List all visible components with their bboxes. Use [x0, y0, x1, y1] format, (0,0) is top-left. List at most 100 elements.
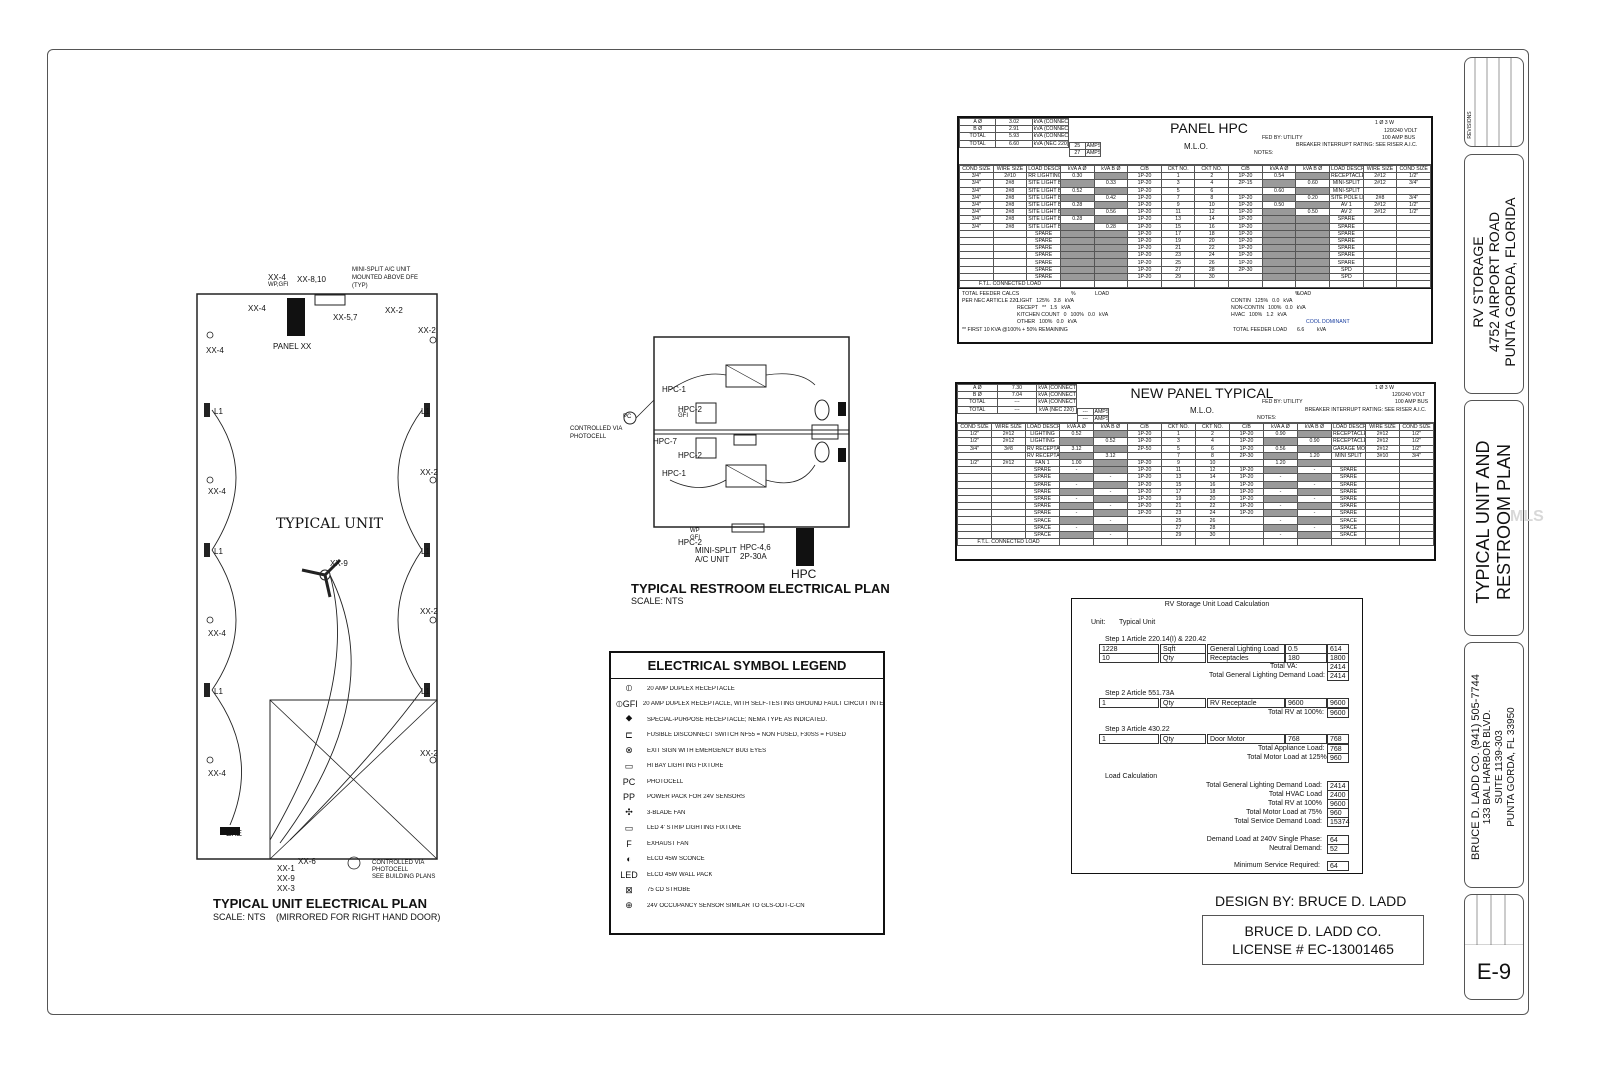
- legend-symbol-icon: ◐: [626, 854, 632, 865]
- amps-row: ---AMPS: [1077, 407, 1109, 417]
- panel-cell: [1229, 530, 1264, 540]
- panel-ftl-row: F.T.L. CONNECTED LOAD: [957, 537, 1434, 547]
- panel-cell: 1P-20: [1229, 444, 1264, 453]
- panel-ftl-row: F.T.L. CONNECTED LOAD: [959, 279, 1431, 289]
- feeder-value: kVA: [1277, 312, 1287, 319]
- panel-header-cell: C/B: [1229, 422, 1264, 432]
- calc-step3: Step 3 Article 430.22: [1105, 726, 1170, 733]
- panel-ftl-label: F.T.L. CONNECTED LOAD: [957, 537, 1060, 547]
- panel-ftl-cell: [1229, 537, 1264, 547]
- panel-cell: 0.54: [1261, 172, 1297, 181]
- panel-cell: [1362, 244, 1398, 253]
- panel-cell: 1P-20: [1127, 258, 1162, 267]
- panel-cell: [1365, 530, 1400, 540]
- panel-cell: 2#8: [992, 186, 1028, 195]
- panel-cell: SPARE: [1025, 494, 1060, 504]
- panel-cell: [959, 265, 994, 274]
- panel-cell: [1399, 458, 1434, 468]
- calc-step2: Step 2 Article 551.73A: [1105, 690, 1175, 697]
- panel-cell: [1261, 229, 1297, 238]
- panel-cell: 16: [1194, 222, 1230, 231]
- panel-cell: SITE POLE LIGHTS: [1329, 193, 1364, 202]
- calc-value: 15374: [1327, 817, 1349, 827]
- panel-cell: 1P-20: [1127, 430, 1162, 439]
- panel-cell: [1396, 244, 1431, 253]
- calc-s3-tal-label: Total Appliance Load:: [1258, 745, 1325, 752]
- panel-row: 3/4"3#8RV RECEPTACLE3.122P-50561P-200.56…: [957, 444, 1434, 453]
- panel-cell: 23: [1160, 251, 1196, 260]
- calc-label: Total HVAC Load: [1268, 791, 1322, 798]
- label-wp-gfi: WP,GFI: [268, 282, 289, 288]
- panel-cell: [1093, 458, 1128, 468]
- panel-cell: [1399, 480, 1434, 489]
- photocell-note-3: SEE BUILDING PLANS: [372, 874, 436, 880]
- panel-cell: 28: [1194, 265, 1230, 274]
- minisplit-note: MINI-SPLIT A/C UNIT MOUNTED ABOVE DFE (T…: [352, 266, 418, 290]
- panel-cell: 2#12: [1365, 444, 1400, 453]
- panel-cell: SPARE: [1331, 473, 1366, 482]
- project-line-3: PUNTA GORDA, FLORIDA: [1502, 197, 1518, 367]
- panel-cell: 21: [1161, 502, 1196, 511]
- panel-cell: 1/2": [1399, 430, 1434, 439]
- panel-cell: 0.90: [1263, 430, 1298, 439]
- legend-symbol-icon: ✣: [625, 807, 633, 818]
- panel-cell: 1.20: [1297, 451, 1332, 460]
- calc-s3-tml: 960: [1327, 753, 1349, 763]
- panel-ftl-cell: [1297, 537, 1332, 547]
- panel-hpc-feeder: TOTAL FEEDER CALCS PER NEC ARTICLE 220 %…: [959, 288, 1431, 337]
- feeder-load-b: LOAD: [1297, 291, 1312, 298]
- panel-cell: 1P-20: [1127, 244, 1162, 253]
- feeder-value: 3.8: [1053, 298, 1061, 305]
- calc-cell: 1: [1099, 698, 1159, 708]
- label-exe: EXE: [226, 829, 243, 838]
- panel-cell: 1P-20: [1228, 258, 1263, 267]
- panel-cell: -: [1297, 509, 1332, 518]
- panel-cell: 10: [1195, 458, 1230, 468]
- panel-cell: LIGHTING: [1025, 430, 1060, 439]
- panel-ftl-cell: [1093, 279, 1129, 289]
- panel-cell: [1295, 244, 1331, 253]
- panel-cell: [1261, 265, 1297, 274]
- panel-xx-label: PANEL XX: [273, 342, 312, 351]
- legend-text: ELCO 45W SCONCE: [647, 856, 705, 863]
- panel-cell: [1093, 229, 1129, 238]
- panel-cell: [1059, 265, 1095, 274]
- panel-cell: [1059, 193, 1095, 202]
- panel-cell: [1365, 509, 1400, 518]
- feeder-value: 100%: [1039, 319, 1053, 326]
- calc-cell: 10: [1099, 653, 1159, 663]
- panel-cell: 3.12: [1093, 451, 1128, 460]
- panel-cell: [1396, 251, 1431, 260]
- calc-s1-tgl: 2414: [1327, 671, 1349, 681]
- restroom-pc-note: CONTROLLED VIA PHOTOCELL: [570, 425, 622, 441]
- panel-cell: 5: [1160, 186, 1196, 195]
- sheet-number: E-9: [1476, 959, 1512, 984]
- panel-cell: [991, 523, 1026, 532]
- panel-cell: 1P-20: [1127, 193, 1162, 202]
- restroom-label-pc: PC: [623, 414, 632, 420]
- feeder-total-value: 6.6: [1297, 327, 1305, 334]
- panel-cell: [957, 494, 992, 504]
- connected-cell: B Ø: [958, 125, 997, 134]
- panel-cell: [1263, 509, 1298, 518]
- panel-cell: SITE LIGHT BLDG F: [1026, 215, 1061, 224]
- calc-label: Neutral Demand:: [1269, 845, 1322, 852]
- panel-cell: 22: [1194, 244, 1230, 253]
- panel-cell: SPARE: [1331, 494, 1366, 504]
- panel-cell: SPARE: [1329, 251, 1364, 260]
- connected-cell: kVA (NEC 220): [1036, 405, 1077, 414]
- panel-cell: 1P-20: [1228, 244, 1263, 253]
- panel-cell: [1396, 272, 1431, 282]
- panel-cell: 29: [1160, 272, 1196, 282]
- legend-item: ▭LED 4' STRIP LIGHTING FIXTURE: [611, 821, 883, 837]
- panel-cell: 1P-20: [1127, 229, 1162, 238]
